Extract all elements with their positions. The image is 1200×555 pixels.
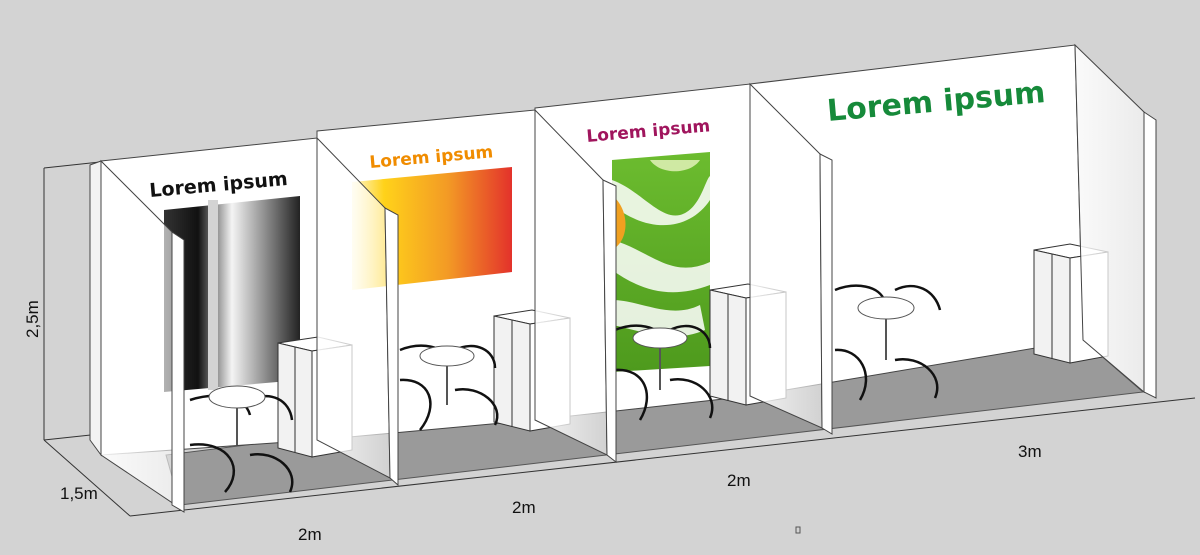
marker bbox=[795, 526, 801, 534]
width-1-dimension-label: 2m bbox=[298, 525, 322, 544]
width-2-dimension-label: 2m bbox=[512, 498, 536, 517]
furniture-booth-4 bbox=[834, 284, 942, 401]
furniture-booth-1 bbox=[189, 385, 294, 493]
side-walls bbox=[89, 43, 1157, 513]
booth-1-graphic bbox=[164, 196, 300, 392]
furniture-booth-3 bbox=[614, 324, 714, 421]
furniture-booth-2 bbox=[399, 344, 499, 431]
height-dimension-label: 2,5m bbox=[23, 300, 42, 338]
depth-dimension-label: 1,5m bbox=[60, 484, 98, 503]
width-4-dimension-label: 3m bbox=[1018, 442, 1042, 461]
dimension-lines bbox=[43, 161, 1196, 517]
width-3-dimension-label: 2m bbox=[727, 471, 751, 490]
